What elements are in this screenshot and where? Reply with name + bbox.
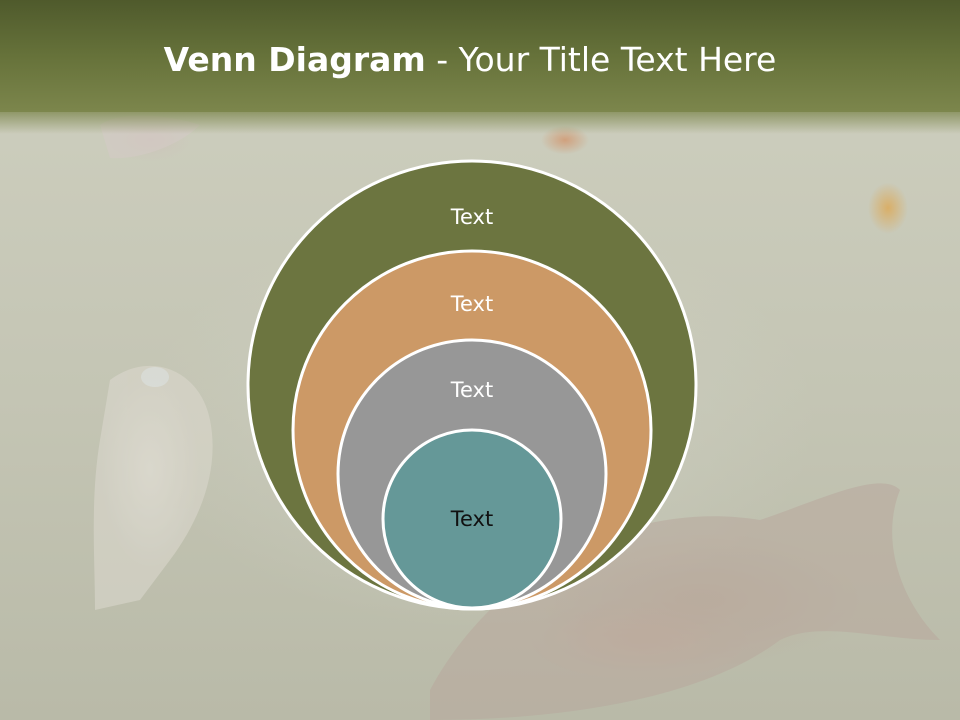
venn-label-inner: Text bbox=[450, 507, 493, 531]
slide-title: Venn Diagram - Your Title Text Here bbox=[0, 40, 940, 79]
venn-circle-inner bbox=[381, 428, 563, 610]
title-bar bbox=[0, 0, 960, 112]
slide-title-rest: - Your Title Text Here bbox=[425, 40, 777, 79]
venn-label-outer: Text bbox=[450, 205, 493, 229]
venn-label-third: Text bbox=[450, 378, 493, 402]
venn-label-second: Text bbox=[450, 292, 493, 316]
slide-title-bold: Venn Diagram bbox=[163, 40, 426, 79]
title-bar-fade bbox=[0, 112, 960, 134]
